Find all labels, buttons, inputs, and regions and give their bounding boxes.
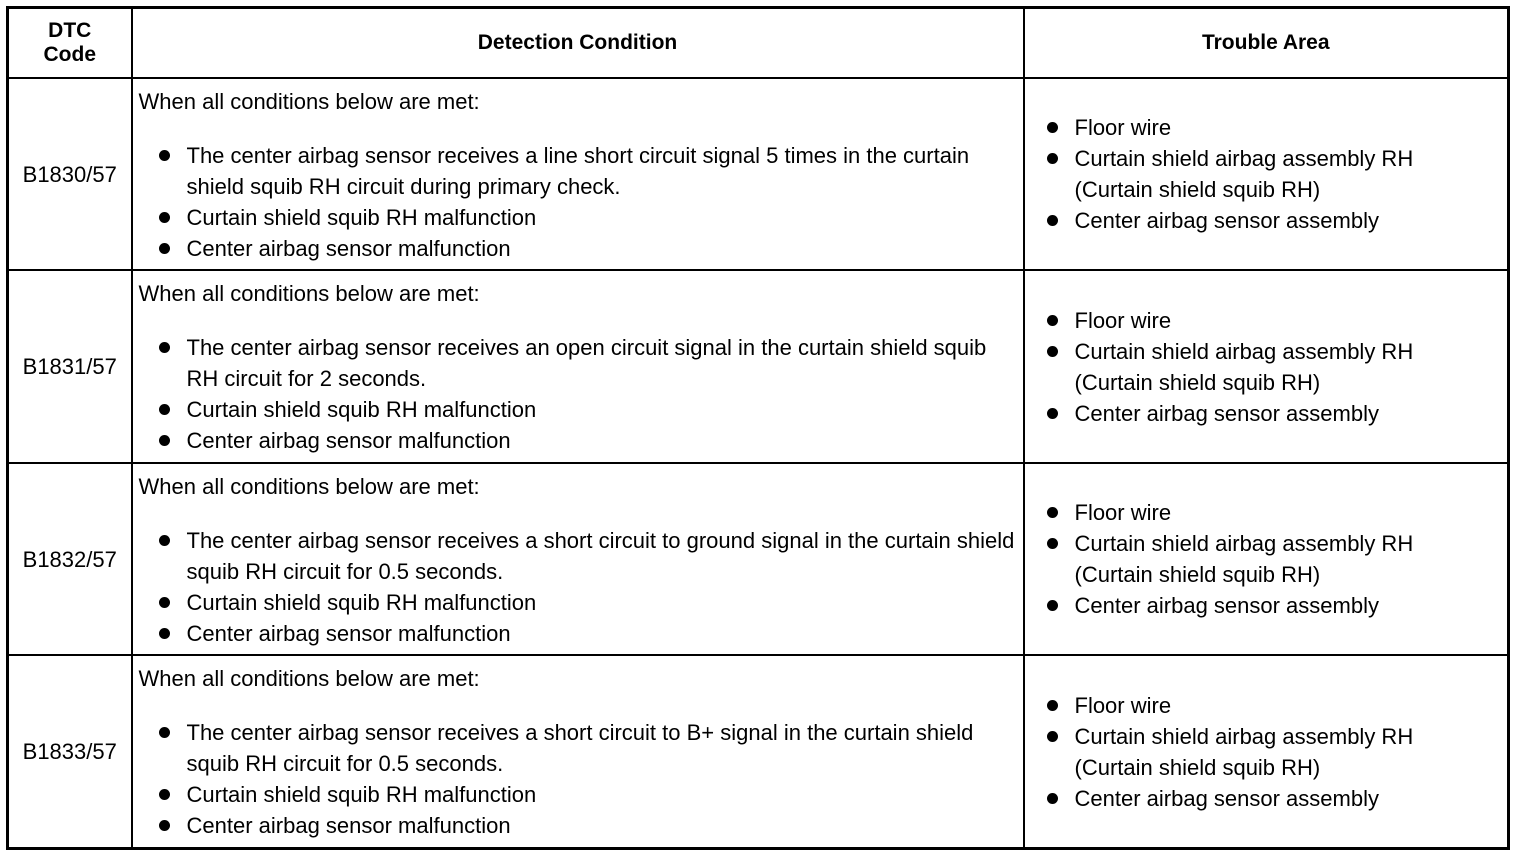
condition-intro: When all conditions below are met: [138,474,480,500]
header-row: DTC Code Detection Condition Trouble Are… [6,6,1510,79]
trouble-area-item: Curtain shield airbag assembly RH (Curtai… [1045,336,1488,398]
condition-item: Center airbag sensor malfunction [157,425,1015,456]
condition-item: The center airbag sensor receives a shor… [157,717,1015,779]
condition-intro: When all conditions below are met: [138,89,480,114]
trouble-area-text: Floor wire [1074,115,1172,141]
dtc-code: B1830/57 [22,161,117,187]
condition-item: Curtain shield squib RH malfunction [157,779,1015,810]
trouble-area-text: Center airbag sensor assembly [1074,400,1379,426]
trouble-area-text: Curtain shield airbag assembly RH [1074,723,1414,749]
trouble-area-text: Curtain shield airbag assembly RH [1074,531,1414,557]
header-detection-condition: Detection Condition [130,6,1025,79]
trouble-area-subtext: (Curtain shield squib RH) [1074,562,1321,588]
trouble-area-item: Center airbag sensor assembly [1045,590,1488,621]
header-dtc-code-label: DTC Code [43,19,97,66]
trouble-area-item: Center airbag sensor assembly [1045,398,1488,429]
table-row: B1833/57 When all conditions below are m… [6,654,1510,850]
trouble-area-item: Floor wire [1045,690,1488,721]
condition-item: Center airbag sensor malfunction [157,810,1015,841]
trouble-area-subtext: (Curtain shield squib RH) [1074,369,1321,395]
dtc-code-cell: B1832/57 [6,462,133,657]
trouble-area-item: Floor wire [1045,305,1488,336]
trouble-area-subtext: (Curtain shield squib RH) [1074,177,1321,203]
condition-item: Center airbag sensor malfunction [157,233,1015,264]
condition-intro: When all conditions below are met: [138,281,480,307]
trouble-area-item: Floor wire [1045,112,1488,143]
trouble-area-item: Curtain shield airbag assembly RH (Curtai… [1045,528,1488,590]
trouble-area-text: Floor wire [1074,692,1172,718]
trouble-area-text: Floor wire [1074,500,1172,526]
trouble-area-text: Floor wire [1074,307,1172,333]
trouble-area-cell: Floor wire Curtain shield airbag assembl… [1022,462,1510,657]
trouble-area-item: Floor wire [1045,497,1488,528]
table-row: B1832/57 When all conditions below are m… [6,462,1510,657]
condition-item: The center airbag sensor receives a shor… [157,525,1015,587]
dtc-table: DTC Code Detection Condition Trouble Are… [6,6,1510,850]
dtc-code-cell: B1833/57 [6,654,133,850]
header-dtc-code: DTC Code [6,6,133,79]
detection-condition-cell: When all conditions below are met: The c… [130,654,1025,850]
condition-list: The center airbag sensor receives a shor… [139,525,1015,649]
condition-list: The center airbag sensor receives an ope… [139,332,1015,456]
detection-condition-cell: When all conditions below are met: The c… [130,462,1025,657]
condition-item: Curtain shield squib RH malfunction [157,394,1015,425]
trouble-area-text: Curtain shield airbag assembly RH [1074,338,1414,364]
detection-condition-cell: When all conditions below are met: The c… [130,76,1025,272]
trouble-area-cell: Floor wire Curtain shield airbag assembl… [1022,654,1510,850]
condition-item: The center airbag sensor receives an ope… [157,332,1015,394]
trouble-area-text: Center airbag sensor assembly [1074,208,1379,234]
dtc-code-cell: B1831/57 [6,269,133,465]
condition-list: The center airbag sensor receives a line… [139,140,1015,264]
trouble-area-item: Curtain shield airbag assembly RH (Curtai… [1045,721,1488,783]
trouble-area-text: Center airbag sensor assembly [1074,785,1379,811]
trouble-area-item: Center airbag sensor assembly [1045,205,1488,236]
detection-condition-cell: When all conditions below are met: The c… [130,269,1025,465]
trouble-area-list: Floor wire Curtain shield airbag assembl… [1045,305,1488,429]
table-header: DTC Code Detection Condition Trouble Are… [6,6,1510,79]
header-detection-condition-label: Detection Condition [477,31,678,54]
trouble-area-text: Curtain shield airbag assembly RH [1074,146,1414,172]
dtc-code: B1833/57 [22,739,117,765]
trouble-area-cell: Floor wire Curtain shield airbag assembl… [1022,76,1510,272]
trouble-area-item: Curtain shield airbag assembly RH (Curtai… [1045,143,1488,205]
condition-item: The center airbag sensor receives a line… [157,140,1015,202]
trouble-area-list: Floor wire Curtain shield airbag assembl… [1045,112,1488,236]
trouble-area-cell: Floor wire Curtain shield airbag assembl… [1022,269,1510,465]
trouble-area-subtext: (Curtain shield squib RH) [1074,754,1321,780]
trouble-area-list: Floor wire Curtain shield airbag assembl… [1045,497,1488,621]
table-body: B1830/57 When all conditions below are m… [6,76,1510,850]
condition-item: Center airbag sensor malfunction [157,618,1015,649]
table-row: B1830/57 When all conditions below are m… [6,76,1510,272]
header-trouble-area-label: Trouble Area [1201,31,1330,54]
table-row: B1831/57 When all conditions below are m… [6,269,1510,465]
condition-item: Curtain shield squib RH malfunction [157,202,1015,233]
dtc-code: B1832/57 [22,546,117,572]
condition-item: Curtain shield squib RH malfunction [157,587,1015,618]
dtc-code-cell: B1830/57 [6,76,133,272]
trouble-area-list: Floor wire Curtain shield airbag assembl… [1045,690,1488,814]
condition-intro: When all conditions below are met: [138,666,480,692]
trouble-area-text: Center airbag sensor assembly [1074,593,1379,619]
header-trouble-area: Trouble Area [1022,6,1510,79]
condition-list: The center airbag sensor receives a shor… [139,717,1015,841]
dtc-code: B1831/57 [22,354,117,380]
trouble-area-item: Center airbag sensor assembly [1045,783,1488,814]
